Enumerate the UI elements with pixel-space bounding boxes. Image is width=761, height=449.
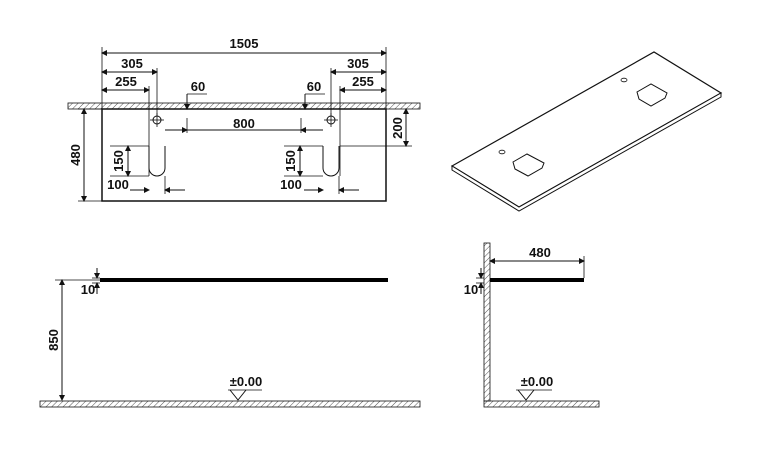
- floor-hatch-front: [39, 400, 421, 408]
- level-marker-front: [229, 389, 247, 401]
- basin-cutout-right: [322, 146, 340, 177]
- dim-1505: 1505: [230, 36, 259, 51]
- basin-cutout-left: [148, 146, 166, 177]
- iso-tap-hole-left: [498, 149, 506, 155]
- countertop-edge: [451, 92, 722, 212]
- floor-level-front: ±0.00: [230, 374, 262, 389]
- dim-200: 200: [390, 117, 405, 139]
- dim-60-left: 60: [191, 79, 205, 94]
- dim-150-left: 150: [111, 150, 126, 172]
- floor-hatch-side: [483, 400, 600, 408]
- floor-level-side: ±0.00: [521, 374, 553, 389]
- dim-255-right: 255: [352, 74, 374, 89]
- iso-tap-hole-right: [620, 77, 628, 83]
- dim-305-right: 305: [347, 56, 369, 71]
- wall-hatch-side: [483, 242, 491, 402]
- dim-480-side: 480: [529, 245, 551, 260]
- dim-10-side: 10: [464, 282, 478, 297]
- dim-100-right: 100: [280, 177, 302, 192]
- iso-basin-right: [636, 83, 668, 107]
- top-view: 1505 305 305 255 255 60 60: [67, 36, 421, 202]
- iso-basin-left: [512, 153, 545, 177]
- dim-480-depth: 480: [68, 144, 83, 166]
- dim-150-right: 150: [283, 150, 298, 172]
- level-marker-side: [517, 389, 535, 401]
- dim-255-left: 255: [115, 74, 137, 89]
- countertop-top-face: [450, 51, 723, 208]
- isometric-view: [450, 51, 723, 212]
- dim-60-right: 60: [307, 79, 321, 94]
- side-view: 480 10 ±0.00: [464, 242, 600, 408]
- dim-10-front: 10: [81, 282, 95, 297]
- dim-100-left: 100: [107, 177, 129, 192]
- dim-305-left: 305: [121, 56, 143, 71]
- dim-800: 800: [233, 116, 255, 131]
- dim-850: 850: [46, 329, 61, 351]
- front-view: 850 10 ±0.00: [39, 268, 421, 408]
- wall-hatch: [67, 102, 421, 110]
